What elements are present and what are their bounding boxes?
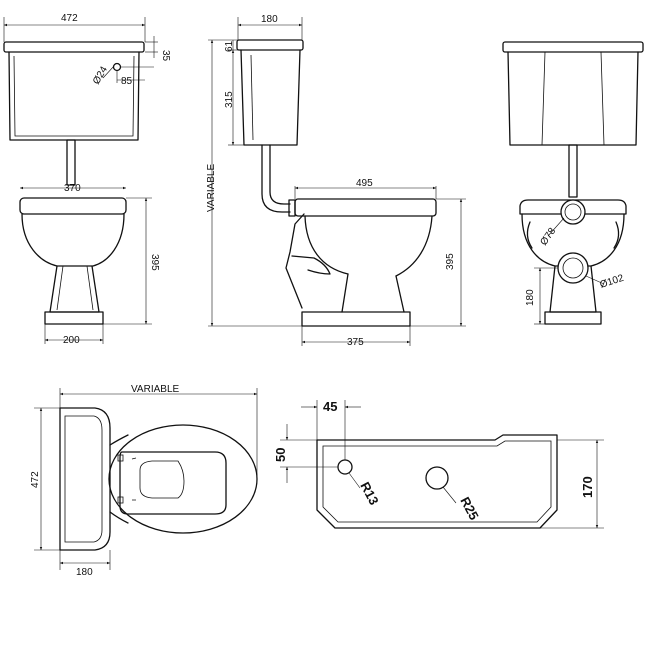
- outlet-diameter-label: Ø78: [538, 226, 558, 248]
- bowl-width-label: 370: [64, 183, 81, 194]
- side-cistern: [236, 39, 304, 146]
- front-dimensions: [3, 17, 158, 344]
- base-width-label: 200: [63, 335, 80, 346]
- cistern-height-label: 315: [224, 91, 235, 108]
- rear-bowl: [519, 199, 627, 325]
- side-base-label: 375: [347, 337, 364, 348]
- front-flush-pipe: [66, 139, 76, 186]
- outlet-circle: [560, 199, 586, 225]
- front-bowl: [19, 197, 127, 325]
- plan-cistern: [59, 407, 111, 551]
- plan-dimensions: [34, 388, 258, 570]
- cistern-top-label: 35: [160, 50, 171, 62]
- large-hole-radius-label: R25: [457, 494, 481, 522]
- plan-width-label: 472: [30, 471, 41, 488]
- plan-view: VARIABLE 472 180: [30, 384, 258, 578]
- small-hole: [337, 459, 353, 475]
- waste-circle: [557, 252, 589, 284]
- cistern-depth-label: 170: [580, 476, 595, 498]
- rear-flush-pipe: [568, 144, 578, 198]
- top-offset-y-label: 50: [273, 448, 288, 462]
- rear-cistern: [502, 41, 644, 146]
- small-hole-radius-label: R13: [357, 479, 381, 507]
- side-depth-label: 180: [261, 14, 278, 25]
- cistern-top-view: 45 50 R13 R25 170: [273, 399, 604, 529]
- front-elevation: 472 35 Ø24 85 370 395 200: [3, 13, 171, 346]
- cistern-top-dimensions: [280, 400, 604, 529]
- plan-depth-label: 180: [76, 567, 93, 578]
- front-cistern: [3, 41, 145, 141]
- side-elevation: 180 61 315 VARIABLE 495 395 375: [206, 14, 466, 348]
- side-flush-pipe: [261, 144, 296, 217]
- side-height-label: 395: [445, 253, 456, 270]
- side-dimensions: [208, 17, 466, 346]
- variable-vertical-label: VARIABLE: [206, 164, 217, 212]
- outlet-height-label: 180: [525, 289, 536, 306]
- bowl-height-label: 395: [149, 254, 160, 271]
- plan-bowl: [108, 424, 258, 534]
- waste-diameter-label: Ø102: [599, 273, 626, 291]
- front-width-label: 472: [61, 13, 78, 24]
- side-bowl: [285, 198, 437, 327]
- rear-dimensions: [534, 217, 605, 325]
- plan-variable-label: VARIABLE: [131, 384, 179, 395]
- large-hole: [425, 466, 449, 490]
- cistern-lid-label: 61: [224, 40, 235, 52]
- inlet-offset-label: 85: [121, 76, 133, 87]
- rear-elevation: Ø78 180 Ø102: [502, 41, 644, 325]
- side-length-label: 495: [356, 178, 373, 189]
- inlet-diameter-label: Ø24: [91, 64, 110, 86]
- cistern-holes: [337, 459, 449, 490]
- top-offset-x-label: 45: [323, 399, 337, 414]
- cistern-top-outline: [316, 434, 558, 529]
